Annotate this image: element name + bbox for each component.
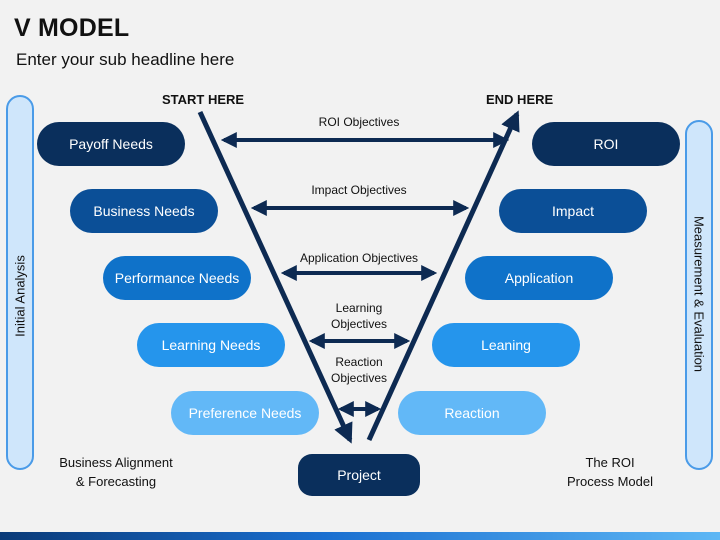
leaning-pill: Leaning: [432, 323, 580, 367]
learning-objectives-label-line1: Learning: [335, 301, 383, 315]
footer-gradient-bar: [0, 532, 720, 540]
page-subtitle: Enter your sub headline here: [16, 50, 235, 69]
impact-pill: Impact: [499, 189, 647, 233]
page-title: V MODEL: [14, 14, 130, 42]
learning-needs-pill: Learning Needs: [137, 323, 285, 367]
reaction-objectives-label-line2: Objectives: [330, 371, 388, 385]
roi-process-model-line1: The ROI: [585, 455, 635, 470]
end-here-label: END HERE: [486, 92, 554, 107]
performance-needs-pill: Performance Needs: [103, 256, 251, 300]
measurement-evaluation-bar: [685, 120, 713, 470]
roi-objectives-label: ROI Objectives: [318, 115, 400, 129]
learning-objectives-label-line2: Objectives: [330, 317, 388, 331]
business-alignment-note: Business Alignment & Forecasting: [46, 453, 186, 491]
roi-process-model-line2: Process Model: [567, 474, 653, 489]
initial-analysis-bar: [6, 95, 34, 470]
v-right-arrow: [366, 110, 520, 442]
v-left-arrow: [197, 110, 353, 444]
business-alignment-line1: Business Alignment: [59, 455, 173, 470]
start-here-label: START HERE: [162, 92, 245, 107]
application-pill: Application: [465, 256, 613, 300]
reaction-objectives-label-line1: Reaction: [335, 355, 383, 369]
reaction-pill: Reaction: [398, 391, 546, 435]
payoff-needs-pill: Payoff Needs: [37, 122, 185, 166]
project-box: Project: [298, 454, 420, 496]
roi-pill: ROI: [532, 122, 680, 166]
preference-needs-pill: Preference Needs: [171, 391, 319, 435]
roi-process-model-note: The ROI Process Model: [545, 453, 675, 491]
application-objectives-label: Application Objectives: [299, 251, 419, 265]
business-alignment-line2: & Forecasting: [75, 474, 157, 489]
business-needs-pill: Business Needs: [70, 189, 218, 233]
impact-objectives-label: Impact Objectives: [311, 183, 407, 197]
